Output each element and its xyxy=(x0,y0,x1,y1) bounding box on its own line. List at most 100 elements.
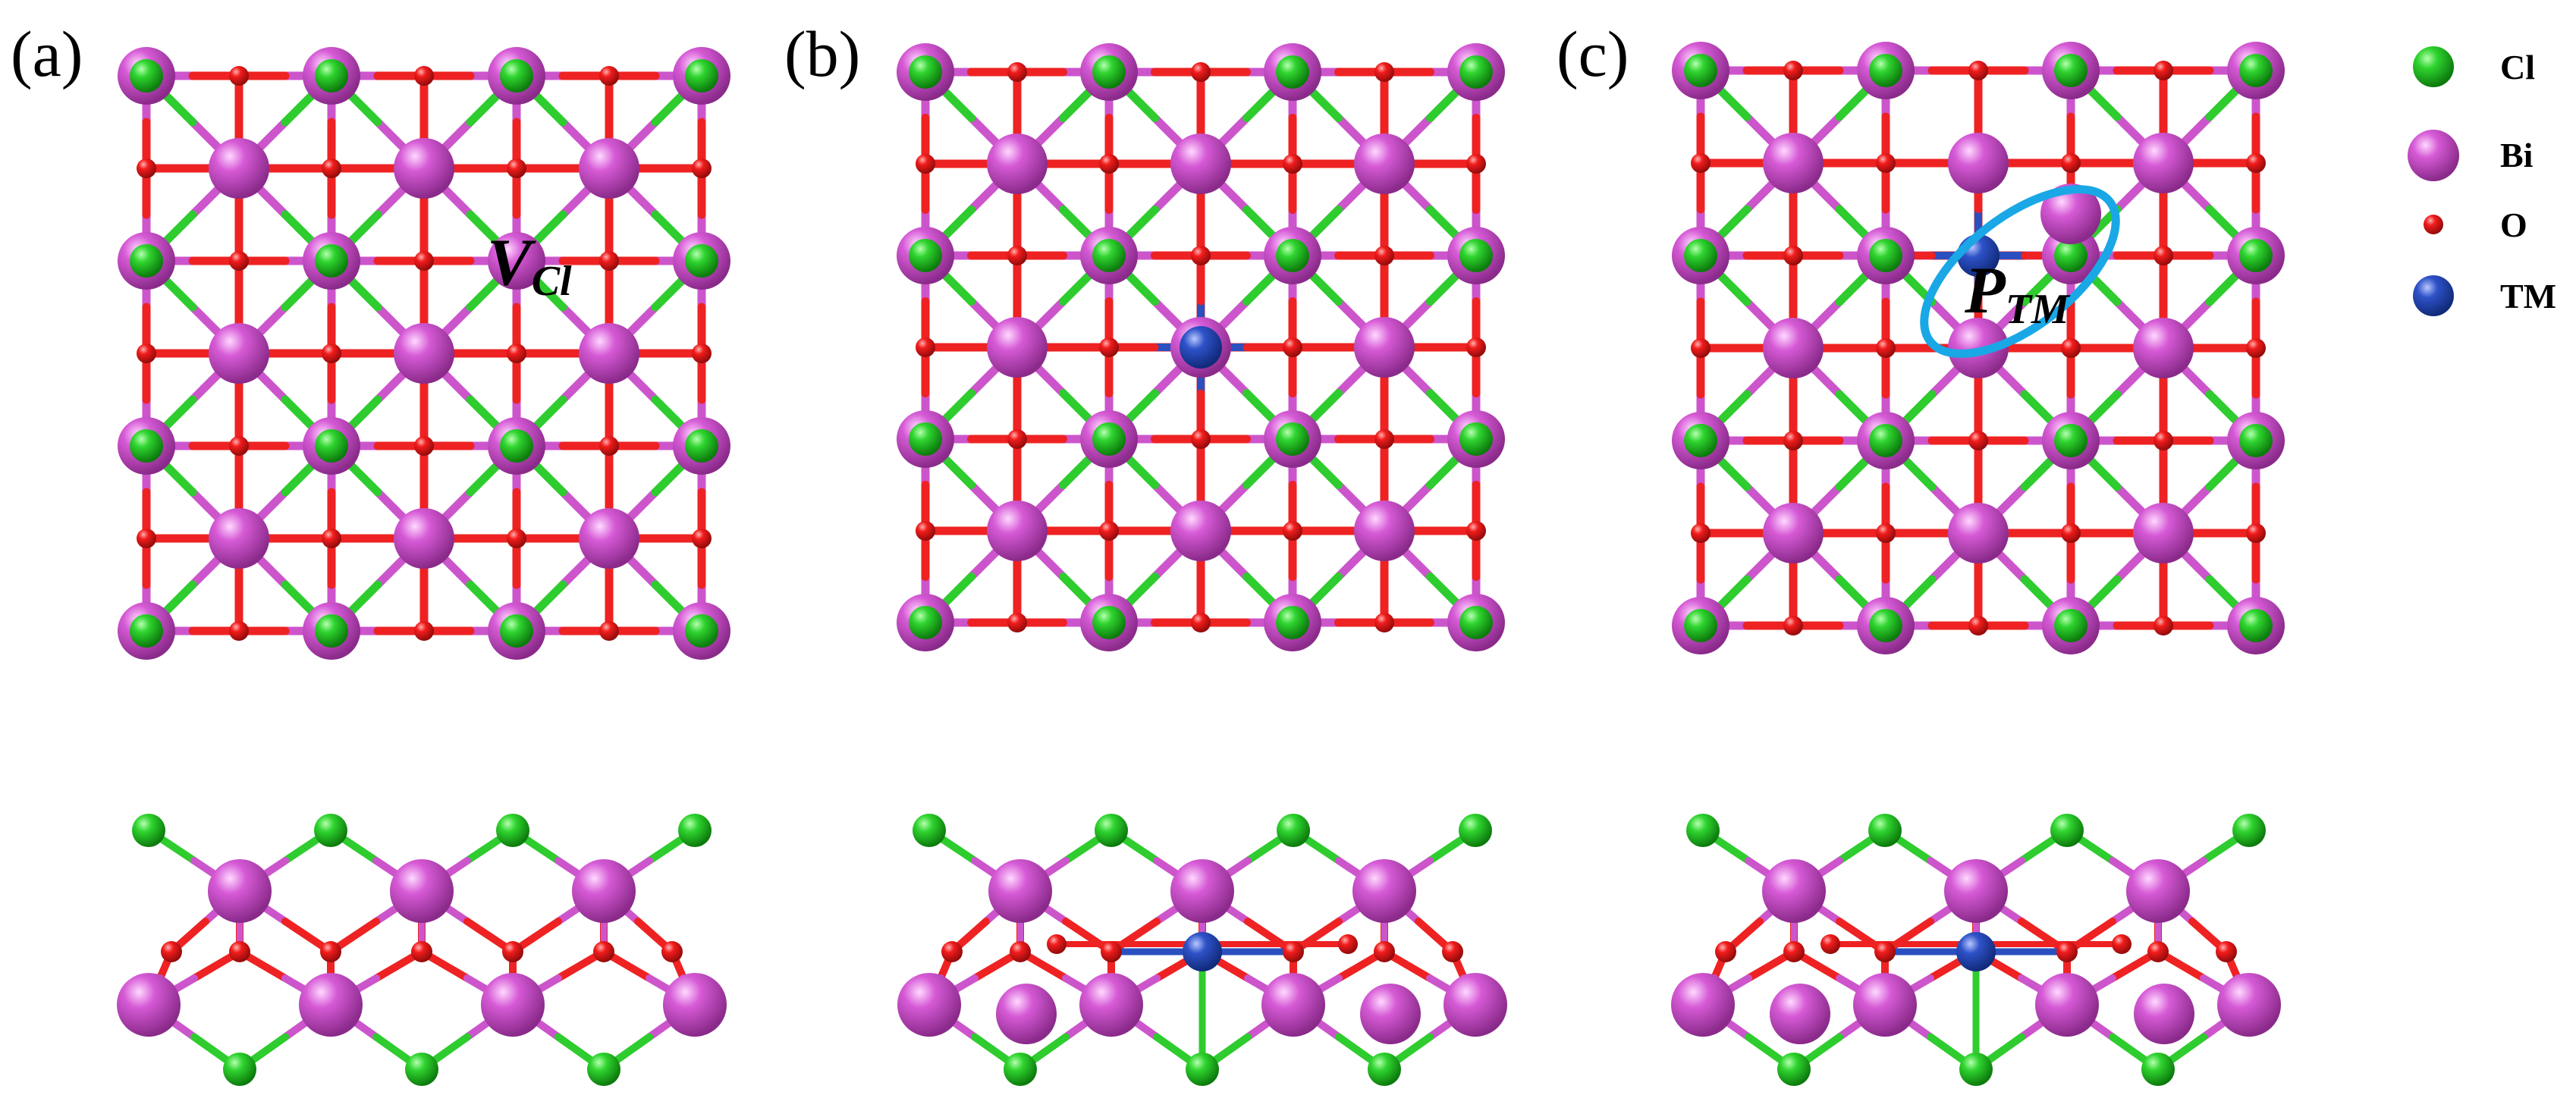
cl-atom xyxy=(685,429,718,463)
o-atom xyxy=(1191,62,1211,82)
cl-atom xyxy=(315,429,348,463)
o-atom xyxy=(414,66,434,86)
o-atom xyxy=(599,66,619,86)
bi-atom xyxy=(1261,973,1325,1037)
bi-atom xyxy=(2133,503,2194,563)
o-atom xyxy=(1968,616,1988,635)
bi-atom xyxy=(2040,184,2101,244)
tm-atom xyxy=(1956,932,1996,971)
cl-atom xyxy=(1959,1053,1993,1086)
o-atom xyxy=(322,344,341,363)
o-atom xyxy=(1191,613,1211,632)
o-atom xyxy=(1010,941,1031,962)
o-atom xyxy=(2153,61,2173,80)
o-atom xyxy=(2153,616,2173,635)
o-atom xyxy=(692,344,712,363)
o-atom xyxy=(1783,61,1803,80)
legend-bi-label: Bi xyxy=(2500,136,2534,174)
cl-atom xyxy=(500,429,533,463)
highlight-ellipse xyxy=(1920,185,2120,358)
cl-atom xyxy=(130,614,163,648)
o-atom xyxy=(692,529,712,548)
bi-atom xyxy=(996,984,1057,1044)
cl-atom xyxy=(685,59,718,93)
o-atom xyxy=(1783,941,1805,962)
o-atom xyxy=(507,344,526,363)
bi-atom xyxy=(2217,973,2281,1037)
bi-atom xyxy=(1948,133,2009,193)
cl-atom xyxy=(314,814,347,847)
top-view-a xyxy=(118,47,730,660)
o-atom xyxy=(2061,153,2081,173)
o-atom xyxy=(2216,941,2237,962)
cl-atom xyxy=(1277,814,1310,847)
bi-atom xyxy=(897,973,961,1037)
o-atom xyxy=(1099,154,1119,174)
cl-atom xyxy=(1092,606,1126,639)
vacancy-label-main: V xyxy=(487,226,536,300)
cl-atom xyxy=(1276,55,1309,89)
cl-atom xyxy=(2054,424,2088,457)
legend-cl-label: Cl xyxy=(2500,48,2535,86)
o-atom xyxy=(1876,153,1896,173)
bi-atom xyxy=(1770,984,1830,1044)
cl-atom xyxy=(1684,239,1717,272)
o-atom xyxy=(137,344,156,363)
side-view-c xyxy=(1671,814,2281,1086)
o-atom xyxy=(1691,153,1711,173)
o-atom xyxy=(1876,338,1896,358)
bi-atom xyxy=(987,133,1048,194)
cl-atom xyxy=(1459,239,1493,272)
o-atom xyxy=(1007,613,1027,632)
bi-atom xyxy=(579,323,639,384)
bi-atom xyxy=(2133,318,2194,378)
o-atom xyxy=(1283,337,1302,357)
o-atom xyxy=(320,941,341,962)
bi-atom xyxy=(1354,317,1415,378)
cl-atom xyxy=(130,244,163,278)
o-atom xyxy=(229,251,249,271)
o-atom xyxy=(1466,337,1486,357)
cl-atom xyxy=(587,1053,620,1086)
o-atom xyxy=(599,251,619,271)
bi-atom xyxy=(2035,973,2099,1037)
cl-atom xyxy=(2232,814,2266,847)
cl-atom xyxy=(2239,54,2273,87)
bi-atom xyxy=(209,323,269,384)
cl-atom xyxy=(1777,1053,1811,1086)
o-atom xyxy=(137,529,156,548)
cl-atom xyxy=(2054,54,2088,87)
bi-atom xyxy=(1853,973,1917,1037)
o-atom xyxy=(229,941,250,962)
cl-atom xyxy=(1459,814,1492,847)
o-atom xyxy=(1442,941,1463,962)
o-atom xyxy=(2112,934,2131,954)
bi-atom xyxy=(1762,859,1826,923)
o-atom xyxy=(1374,941,1395,962)
cl-atom xyxy=(1459,606,1493,639)
cl-atom xyxy=(496,814,529,847)
bi-atom xyxy=(394,138,454,199)
cl-atom xyxy=(2239,609,2273,642)
cl-atom xyxy=(1092,239,1126,272)
position-label-main: P xyxy=(1964,254,2006,328)
o-atom xyxy=(1466,154,1486,174)
cl-atom xyxy=(2050,814,2084,847)
legend: Cl Bi O TM xyxy=(2408,46,2556,316)
cl-atom xyxy=(1004,1053,1037,1086)
o-atom xyxy=(1283,941,1304,962)
cl-atom xyxy=(1684,609,1717,642)
bi-atom xyxy=(1079,973,1143,1037)
o-atom xyxy=(661,941,683,962)
bi-atom xyxy=(394,323,454,384)
cl-atom xyxy=(1092,422,1126,456)
o-atom xyxy=(593,941,614,962)
o-atom xyxy=(1099,337,1119,357)
cl-atom xyxy=(315,59,348,93)
panel-label-c: (c) xyxy=(1557,17,1629,90)
bi-atom xyxy=(209,138,269,199)
o-atom xyxy=(1191,246,1211,265)
o-atom xyxy=(1007,429,1027,449)
svg-text:PTM: PTM xyxy=(1964,254,2071,333)
